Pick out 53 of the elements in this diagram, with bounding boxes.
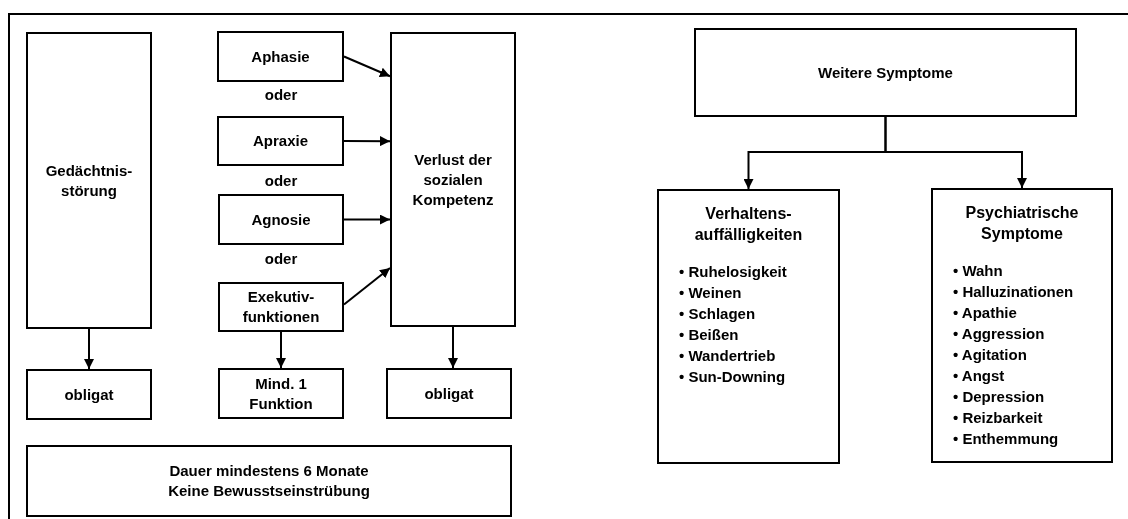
list-item: • Aggression [953,324,1046,344]
box-label: Agnosie [250,209,312,230]
list-item: • Beißen [679,325,740,345]
box-label: Verlust der sozialen Kompetenz [411,149,495,210]
arrow [343,214,391,225]
arrow [343,136,391,147]
arrow [343,267,391,306]
process-box [390,32,516,327]
box-label: Aphasie [250,46,311,67]
connector-word: oder [264,249,298,269]
box-heading: Psychiatrische Symptome [964,203,1080,244]
box-label: Mind. 1 Funktion [248,373,314,414]
list-item: • Wandertrieb [679,346,777,366]
process-box [217,31,344,82]
list-item: • Angst [953,366,1006,386]
symptom-list-box [657,189,840,464]
process-box [218,194,344,245]
process-box [217,116,344,166]
box-label: obligat [423,383,475,404]
box-heading: Verhaltens- auffälligkeiten [693,204,804,245]
process-box [26,445,512,517]
arrow [276,331,286,369]
arrow [84,328,94,370]
box-label: Gedächtnis- störung [44,160,134,201]
list-item: • Enthemmung [953,429,1060,449]
connector-word: oder [264,85,298,105]
box-label: obligat [63,384,115,405]
connector-word: oder [264,171,298,191]
process-box [218,282,344,332]
list-item: • Agitation [953,345,1028,365]
arrow [884,116,1027,189]
box-label: Keine Bewusstseinstrübung [167,481,371,501]
list-item: • Apathie [953,303,1018,323]
box-label: Apraxie [252,131,309,151]
list-item: • Ruhelosigkeit [679,262,787,282]
list-item: • Wahn [953,261,1004,281]
list-item: • Depression [953,387,1046,407]
process-box [386,368,512,419]
box-label: Weitere Symptome [817,62,954,83]
list-item: • Sun-Downing [679,367,787,387]
box-label: Exekutiv- funktionen [241,287,321,327]
list-item: • Halluzinationen [953,282,1074,302]
box-label: Dauer mindestens 6 Monate [168,461,370,481]
arrow [448,326,458,369]
arrow [343,55,391,78]
list-item: • Weinen [679,283,743,303]
symptom-list-box [931,188,1113,463]
process-box [26,369,152,420]
process-box [218,368,344,419]
list-item: • Schlagen [679,304,757,324]
process-box [694,28,1077,117]
process-box [26,32,152,329]
list-item: • Reizbarkeit [953,408,1044,428]
